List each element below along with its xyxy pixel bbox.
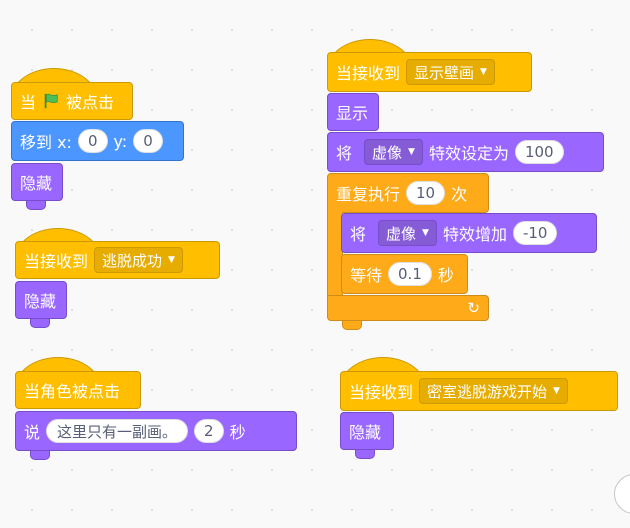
- hide-label: 隐藏: [349, 423, 382, 442]
- when-flag-clicked-block[interactable]: 当 被点击: [11, 82, 133, 120]
- hide-block[interactable]: 隐藏: [11, 163, 63, 201]
- caret-down-icon: ▼: [168, 255, 175, 265]
- wait-label: 等待: [350, 266, 383, 285]
- hat-label: 当接收到: [336, 64, 401, 83]
- caret-down-icon: ▼: [553, 386, 560, 396]
- message-dropdown[interactable]: 逃脱成功 ▼: [94, 247, 183, 273]
- repeat-count-input[interactable]: 10: [406, 181, 446, 205]
- green-flag-icon: [44, 93, 58, 109]
- block-notch: [26, 200, 46, 210]
- change-suffix: 特效增加: [442, 225, 507, 244]
- effect-dropdown[interactable]: 虚像 ▼: [378, 220, 437, 246]
- hat-when-label: 当: [20, 93, 37, 112]
- repeat-footer: ↻: [327, 295, 489, 321]
- change-value-input[interactable]: -10: [512, 221, 558, 245]
- effect-dropdown[interactable]: 虚像 ▼: [364, 139, 423, 165]
- goto-label: 移到 x:: [20, 133, 72, 152]
- caret-down-icon: ▼: [480, 67, 487, 77]
- when-sprite-clicked-block[interactable]: 当角色被点击: [15, 371, 141, 409]
- block-notch: [30, 318, 50, 328]
- caret-down-icon: ▼: [422, 228, 429, 238]
- message-text: 密室逃脱游戏开始: [427, 382, 548, 401]
- message-text: 逃脱成功: [102, 251, 163, 270]
- message-dropdown[interactable]: 密室逃脱游戏开始 ▼: [419, 378, 568, 404]
- effect-name: 虚像: [372, 143, 403, 162]
- set-effect-value-input[interactable]: 100: [514, 140, 564, 164]
- block-notch: [30, 450, 50, 460]
- repeat-block[interactable]: 重复执行 10 次: [327, 173, 489, 213]
- repeat-unit: 次: [451, 185, 468, 204]
- hat-label: 当角色被点击: [24, 382, 121, 401]
- set-effect-prefix: 将: [336, 144, 353, 163]
- wait-value-input[interactable]: 0.1: [388, 262, 432, 286]
- when-receive-block[interactable]: 当接收到 密室逃脱游戏开始 ▼: [340, 371, 618, 411]
- loop-arrow-icon: ↻: [467, 299, 480, 317]
- hide-block[interactable]: 隐藏: [340, 412, 394, 450]
- effect-name: 虚像: [386, 224, 417, 243]
- goto-xy-block[interactable]: 移到 x: 0 y: 0: [11, 121, 184, 161]
- hat-label: 当接收到: [349, 383, 414, 402]
- when-receive-block[interactable]: 当接收到 逃脱成功 ▼: [15, 241, 220, 279]
- say-for-secs-block[interactable]: 说 这里只有一副画。 2 秒: [15, 411, 297, 451]
- zoom-button[interactable]: [614, 474, 630, 514]
- say-unit-label: 秒: [229, 423, 246, 442]
- message-dropdown[interactable]: 显示壁画 ▼: [406, 59, 495, 85]
- hide-label: 隐藏: [20, 174, 53, 193]
- hide-block[interactable]: 隐藏: [15, 281, 67, 319]
- hat-label: 当接收到: [24, 252, 89, 271]
- goto-y-label: y:: [113, 131, 128, 151]
- say-label: 说: [24, 423, 41, 442]
- block-notch: [355, 449, 375, 459]
- when-receive-block[interactable]: 当接收到 显示壁画 ▼: [327, 52, 532, 92]
- wait-unit: 秒: [437, 266, 454, 285]
- block-notch: [342, 320, 362, 330]
- set-effect-suffix: 特效设定为: [428, 144, 509, 163]
- repeat-label: 重复执行: [336, 185, 401, 204]
- say-text-input[interactable]: 这里只有一副画。: [46, 419, 189, 443]
- goto-x-input[interactable]: 0: [77, 129, 108, 153]
- change-prefix: 将: [350, 225, 367, 244]
- set-effect-block[interactable]: 将 虚像 ▼ 特效设定为 100: [327, 132, 604, 172]
- hide-label: 隐藏: [24, 292, 57, 311]
- show-block[interactable]: 显示: [327, 93, 379, 131]
- show-label: 显示: [336, 104, 369, 123]
- message-text: 显示壁画: [414, 63, 475, 82]
- change-effect-block[interactable]: 将 虚像 ▼ 特效增加 -10: [341, 213, 597, 253]
- caret-down-icon: ▼: [408, 147, 415, 157]
- goto-y-input[interactable]: 0: [133, 129, 163, 153]
- wait-block[interactable]: 等待 0.1 秒: [341, 254, 468, 294]
- say-secs-input[interactable]: 2: [194, 419, 224, 443]
- hat-clicked-label: 被点击: [66, 93, 115, 112]
